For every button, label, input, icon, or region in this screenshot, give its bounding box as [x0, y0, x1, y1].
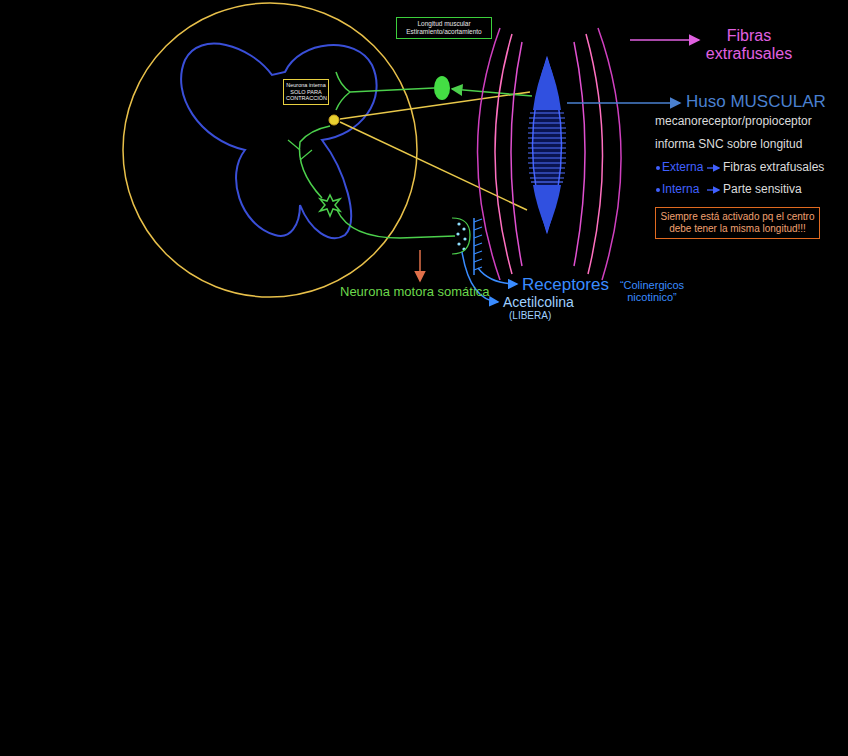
bullet	[656, 188, 660, 192]
spindle-pole	[533, 58, 561, 110]
list-text: Parte sensitiva	[723, 183, 802, 196]
spinal-cord-outline	[123, 3, 417, 297]
warning-box: Siempre está activado pq el centro debe …	[655, 207, 820, 239]
note-box: Longitud muscular Estiramiento/acortamie…	[396, 17, 492, 39]
spindle-coil	[528, 113, 566, 182]
interneuron-fiber	[299, 126, 330, 198]
afferent-fiber	[340, 122, 527, 210]
bullet	[656, 166, 660, 170]
part-label: Neurona motora somática	[340, 285, 490, 299]
note-text: “Colinergicos nicotinico”	[614, 279, 690, 303]
dendrite	[288, 140, 312, 160]
nerve-terminal	[452, 218, 470, 254]
part-label: Huso MUSCULAR	[686, 93, 826, 112]
vesicles	[456, 222, 466, 250]
box-text: Siempre está activado pq el centro debe …	[660, 211, 815, 235]
afferent-fiber	[340, 92, 530, 119]
list-term: Interna	[662, 183, 699, 196]
list-text: Fibras extrafusales	[723, 161, 824, 174]
list-term: Externa	[662, 161, 703, 174]
motor-neuron	[320, 195, 340, 216]
part-label: Acetilcolina	[503, 295, 574, 310]
note-text: (LIBERA)	[509, 310, 551, 321]
spindle-pole	[533, 185, 561, 232]
motor-end-plate	[473, 218, 475, 275]
receptor-ticks	[474, 219, 482, 270]
note-text: mecanoreceptor/propioceptor	[655, 115, 812, 128]
leader-arrow	[630, 39, 699, 41]
leader-arrow	[567, 102, 680, 104]
box-text: Neurona interna SOLO PARA CONTRACCIÓN	[286, 82, 326, 102]
box-text: Longitud muscular Estiramiento/acortamie…	[400, 20, 488, 36]
inline-arrow	[707, 167, 719, 168]
extrafusal-fibers	[478, 28, 622, 280]
sensory-fiber	[452, 89, 532, 96]
part-label: Receptores	[522, 276, 609, 295]
afferent-soma	[329, 115, 339, 125]
part-label: Fibras extrafusales	[703, 27, 795, 62]
leader-arrow	[419, 250, 421, 281]
sensory-fiber	[350, 88, 434, 92]
note-text: informa SNC sobre longitud	[655, 138, 802, 151]
sensory-branch	[336, 72, 350, 110]
dorsal-root-ganglion	[434, 76, 450, 100]
gray-matter	[181, 44, 376, 238]
note-box: Neurona interna SOLO PARA CONTRACCIÓN	[283, 79, 329, 105]
inline-arrow	[707, 189, 719, 190]
muscle-spindle	[533, 58, 562, 232]
motor-axon	[337, 210, 455, 238]
